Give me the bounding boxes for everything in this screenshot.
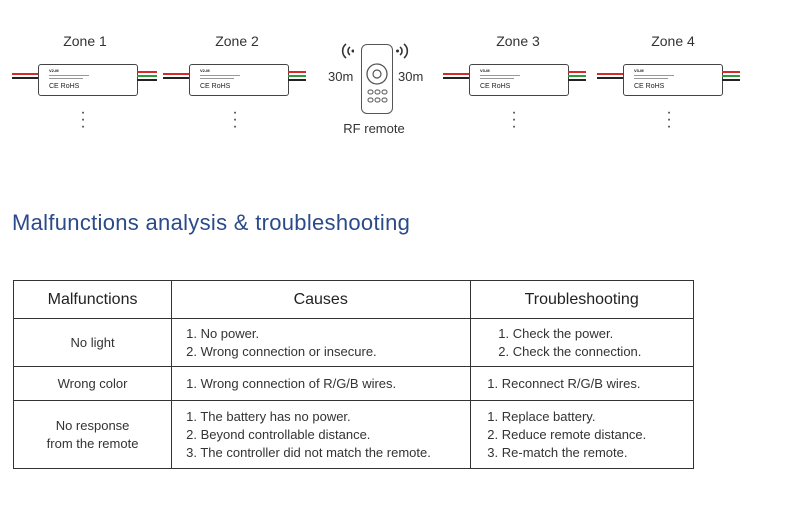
malfunction-cell: No light [12, 318, 173, 367]
troubleshooting-cell: 1. Reconnect R/G/B wires. [470, 366, 694, 401]
zone-2-controller: V2-M CE RoHS [189, 64, 289, 96]
certification-marks: CE RoHS [49, 83, 80, 90]
output-wire-red [288, 71, 306, 73]
input-wire-red [163, 73, 189, 75]
input-wire-black [597, 77, 623, 79]
rf-remote-label: RF remote [343, 121, 405, 136]
zone-1-label: Zone 1 [63, 33, 107, 49]
malfunction-text: No light [70, 335, 115, 350]
spec-line [634, 78, 668, 79]
header-causes: Causes [171, 280, 472, 319]
zone-3-label: Zone 3 [496, 33, 540, 49]
header-troubleshooting: Troubleshooting [470, 280, 694, 319]
output-wire-green [568, 75, 586, 77]
spec-line [480, 78, 514, 79]
vertical-ellipsis: ··· [232, 104, 238, 135]
spec-line [634, 75, 674, 76]
fix-item: 2. Check the connection. [498, 343, 642, 359]
signal-waves-left-icon [332, 40, 355, 67]
troubleshooting-table: Malfunctions Causes Troubleshooting No l… [12, 280, 694, 469]
distance-right: 30m [398, 69, 424, 84]
table-row: No light 1. No power. 2. Wrong connectio… [12, 318, 694, 367]
header-malfunctions: Malfunctions [12, 280, 173, 319]
causes-cell: 1. No power. 2. Wrong connection or inse… [171, 318, 472, 367]
input-wire-red [12, 73, 38, 75]
table-row: No response from the remote 1. The batte… [12, 400, 694, 469]
cause-item: 1. The battery has no power. [186, 408, 351, 424]
input-wire-red [597, 73, 623, 75]
input-wire-red [443, 73, 469, 75]
zone-1-controller: V2-M CE RoHS [38, 64, 138, 96]
table-header-row: Malfunctions Causes Troubleshooting [12, 280, 694, 319]
certification-marks: CE RoHS [634, 83, 665, 90]
input-wire-black [443, 77, 469, 79]
malfunction-text: from the remote [46, 435, 139, 451]
fix-item: 1. Replace battery. [487, 408, 596, 424]
cause-item: 2. Beyond controllable distance. [186, 426, 371, 442]
malfunction-cell: Wrong color [12, 366, 173, 401]
causes-cell: 1. The battery has no power. 2. Beyond c… [171, 400, 472, 469]
fix-item: 2. Reduce remote distance. [487, 426, 647, 442]
cause-item: 2. Wrong connection or insecure. [186, 343, 377, 359]
vertical-ellipsis: ··· [511, 104, 517, 135]
fix-item: 3. Re-match the remote. [487, 444, 628, 460]
controller-model-label: V2-M [49, 68, 59, 73]
output-wire-black [722, 79, 740, 81]
spec-line [200, 75, 240, 76]
spec-line [480, 75, 520, 76]
output-wire-green [137, 75, 157, 77]
spec-line [200, 78, 234, 79]
output-wire-red [568, 71, 586, 73]
output-wire-green [722, 75, 740, 77]
controller-model-label: V3-M [634, 68, 644, 73]
vertical-ellipsis: ··· [666, 104, 672, 135]
certification-marks: CE RoHS [480, 83, 511, 90]
troubleshooting-cell: 1. Check the power. 2. Check the connect… [470, 318, 694, 367]
troubleshooting-cell: 1. Replace battery. 2. Reduce remote dis… [470, 400, 694, 469]
output-wire-green [288, 75, 306, 77]
causes-cell: 1. Wrong connection of R/G/B wires. [171, 366, 472, 401]
spec-line [49, 75, 89, 76]
cause-item: 3. The controller did not match the remo… [186, 444, 431, 460]
fix-item: 1. Reconnect R/G/B wires. [487, 375, 641, 391]
section-title: Malfunctions analysis & troubleshooting [12, 210, 411, 235]
table-row: Wrong color 1. Wrong connection of R/G/B… [12, 366, 694, 401]
output-wire-black [288, 79, 306, 81]
output-wire-red [722, 71, 740, 73]
zone-4-label: Zone 4 [651, 33, 695, 49]
rf-remote-icon [361, 44, 393, 114]
zone-2-label: Zone 2 [215, 33, 259, 49]
controller-model-label: V2-M [200, 68, 210, 73]
zone-4-controller: V3-M CE RoHS [623, 64, 723, 96]
certification-marks: CE RoHS [200, 83, 231, 90]
malfunction-text: Wrong color [57, 376, 128, 391]
output-wire-black [137, 79, 157, 81]
output-wire-red [137, 71, 157, 73]
zone-3-controller: V3-M CE RoHS [469, 64, 569, 96]
controller-model-label: V3-M [480, 68, 490, 73]
malfunction-text: No response [55, 417, 130, 433]
output-wire-black [568, 79, 586, 81]
cause-item: 1. Wrong connection of R/G/B wires. [186, 375, 397, 391]
vertical-ellipsis: ··· [80, 104, 86, 135]
distance-left: 30m [328, 69, 354, 84]
input-wire-black [12, 77, 38, 79]
signal-waves-right-icon [396, 40, 418, 67]
fix-item: 1. Check the power. [498, 325, 614, 341]
input-wire-black [163, 77, 189, 79]
spec-line [49, 78, 83, 79]
cause-item: 1. No power. [186, 325, 260, 341]
malfunction-cell: No response from the remote [12, 400, 173, 469]
